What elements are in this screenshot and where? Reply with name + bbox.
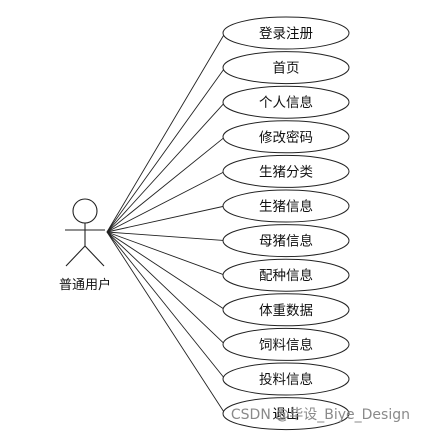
association-line bbox=[106, 231, 226, 276]
use-case: 退出 bbox=[222, 397, 350, 431]
use-case: 体重数据 bbox=[222, 293, 350, 327]
association-line bbox=[106, 136, 226, 233]
use-case: 生猪信息 bbox=[222, 189, 350, 223]
use-case-label: 修改密码 bbox=[259, 129, 313, 146]
association-line bbox=[106, 32, 226, 233]
association-line bbox=[106, 170, 226, 233]
use-case-ellipse bbox=[222, 16, 350, 50]
use-case-ellipse bbox=[222, 51, 350, 85]
association-line bbox=[106, 231, 226, 380]
actor-figure bbox=[65, 198, 105, 267]
use-case-label: 登录注册 bbox=[259, 26, 313, 42]
use-case-ellipse bbox=[222, 189, 350, 223]
use-case-label: 母猪信息 bbox=[259, 233, 313, 250]
use-case-ellipse bbox=[222, 397, 350, 431]
actor-head bbox=[72, 198, 98, 224]
use-case: 修改密码 bbox=[222, 120, 350, 154]
association-line bbox=[106, 231, 226, 242]
use-case-ellipse bbox=[222, 293, 350, 327]
use-case-label: 配种信息 bbox=[259, 267, 313, 284]
use-case-ellipse bbox=[222, 85, 350, 119]
use-case-label: 个人信息 bbox=[259, 94, 313, 111]
use-case: 首页 bbox=[222, 51, 350, 85]
use-case: 登录注册 bbox=[222, 16, 350, 50]
association-lines bbox=[106, 32, 226, 414]
use-case-label: 首页 bbox=[273, 61, 300, 77]
use-case-ellipse bbox=[222, 258, 350, 292]
use-case-ellipse bbox=[222, 120, 350, 154]
watermark-text: CSDN @毕设_Biye_Design bbox=[231, 407, 410, 423]
use-case-label: 投料信息 bbox=[259, 371, 313, 388]
use-case-ellipse bbox=[222, 362, 350, 396]
association-line bbox=[106, 231, 226, 414]
association-line bbox=[106, 231, 226, 345]
use-case-label: 生猪分类 bbox=[259, 164, 313, 180]
use-case: 生猪分类 bbox=[222, 154, 350, 188]
association-line bbox=[106, 67, 226, 233]
use-case: 配种信息 bbox=[222, 258, 350, 292]
association-line bbox=[106, 231, 226, 311]
use-case: 投料信息 bbox=[222, 362, 350, 396]
use-case: 母猪信息 bbox=[222, 224, 350, 258]
use-case-label: 生猪信息 bbox=[259, 198, 313, 215]
association-line bbox=[106, 205, 226, 233]
use-case: 个人信息 bbox=[222, 85, 350, 119]
use-case: 饲料信息 bbox=[222, 327, 350, 361]
use-case-label: 体重数据 bbox=[259, 303, 313, 319]
use-case-ellipse bbox=[222, 224, 350, 258]
use-case-list: 登录注册首页个人信息修改密码生猪分类生猪信息母猪信息配种信息体重数据饲料信息投料… bbox=[222, 16, 350, 431]
actor-label: 普通用户 bbox=[59, 277, 111, 293]
use-case-ellipse bbox=[222, 154, 350, 188]
actor-left-leg bbox=[65, 245, 86, 267]
use-case-label: 饲料信息 bbox=[259, 336, 313, 353]
actor-right-leg bbox=[84, 245, 105, 267]
use-case-ellipse bbox=[222, 327, 350, 361]
use-case-label: 退出 bbox=[273, 407, 300, 423]
association-line bbox=[106, 101, 226, 233]
